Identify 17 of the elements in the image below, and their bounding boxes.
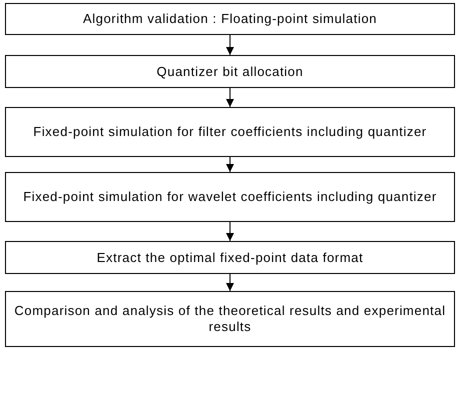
- process-box: [5, 3, 455, 35]
- step-text: Extract the optimal fixed-point data format: [96, 250, 364, 266]
- arrow: [226, 88, 234, 108]
- arrow: [226, 34, 234, 56]
- arrow: [226, 156, 234, 172]
- step-text: Comparison and analysis of the theoretical results and experimental results: [13, 303, 447, 335]
- step-text: Fixed-point simulation for filter coefficients including quantizer: [32, 124, 428, 140]
- process-box: [5, 172, 455, 222]
- step-text: Algorithm validation : Floating-point simulation: [82, 11, 378, 27]
- process-box: [5, 107, 455, 157]
- process-box: [5, 291, 455, 347]
- arrow: [226, 274, 234, 292]
- process-box: [5, 241, 455, 274]
- arrow: [226, 222, 234, 242]
- process-box: [5, 55, 455, 88]
- step-text: Quantizer bit allocation: [156, 64, 304, 80]
- step-text: Fixed-point simulation for wavelet coefficients including quantizer: [22, 189, 438, 205]
